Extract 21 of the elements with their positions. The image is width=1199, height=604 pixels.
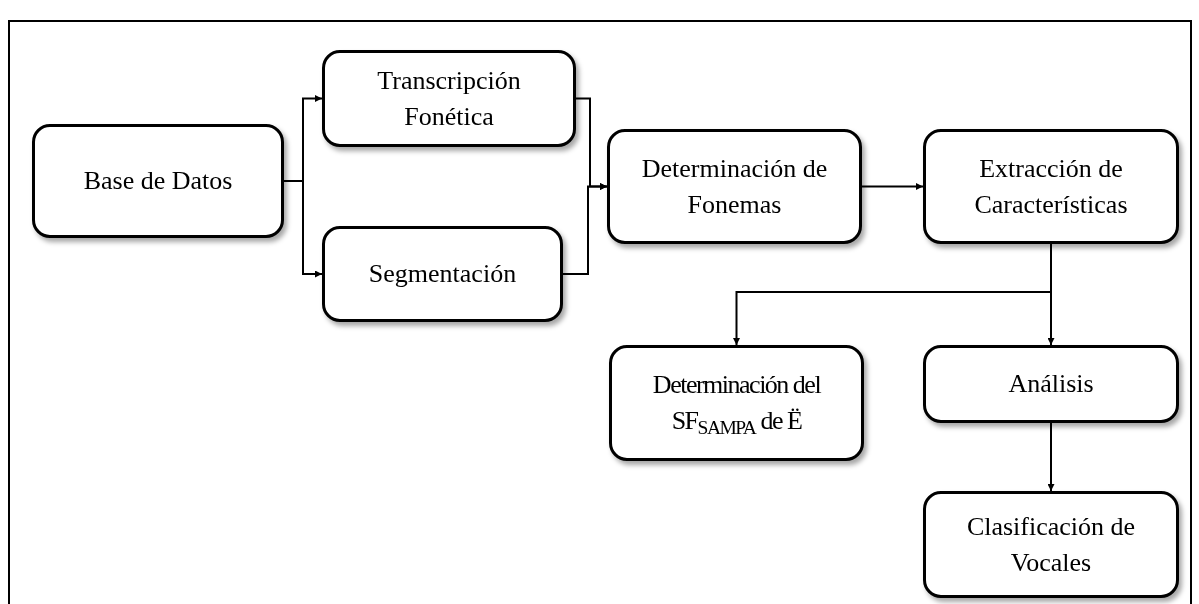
process-box xyxy=(322,50,576,147)
box-label: Base de Datos xyxy=(83,165,233,197)
box-label: Transcripción Fonética xyxy=(376,64,522,133)
process-box xyxy=(923,129,1179,244)
arrow xyxy=(1047,422,1055,492)
arrow xyxy=(861,183,924,190)
process-box xyxy=(32,124,284,238)
process-box xyxy=(923,491,1179,598)
process-box xyxy=(609,345,864,461)
process-box xyxy=(607,129,862,244)
arrow xyxy=(562,183,608,275)
arrow xyxy=(1047,243,1055,346)
arrow xyxy=(283,180,323,278)
box-label: Determinación de Fonemas xyxy=(640,152,829,221)
box-label: Extracción de Características xyxy=(973,152,1129,221)
box-label: Determinación del SF$_{SAMPA}$ de Ë xyxy=(651,369,822,439)
box-label: Segmentación xyxy=(368,258,517,290)
process-box xyxy=(322,226,563,322)
process-box xyxy=(923,345,1179,423)
box-label: Análisis xyxy=(1008,368,1094,400)
box-label: Clasificación de Vocales xyxy=(965,510,1137,579)
